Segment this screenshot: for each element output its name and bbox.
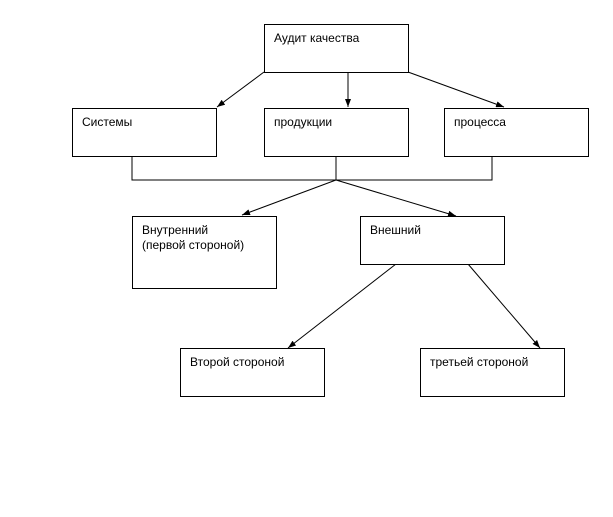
arrow-audit-to-process <box>407 71 505 108</box>
arrow-to-second-party <box>287 263 397 349</box>
node-systems: Системы <box>72 108 217 157</box>
node-audit-quality: Аудит качества <box>264 24 409 73</box>
arrow-to-external <box>335 179 457 217</box>
node-systems-label: Системы <box>82 115 133 129</box>
node-internal-label: Внутренний <box>142 223 209 237</box>
node-products-label: продукции <box>274 115 333 129</box>
node-second-party-label: Второй стороной <box>190 355 285 369</box>
node-third-party-label: третьей стороной <box>430 355 529 369</box>
node-external: Внешний <box>360 216 505 265</box>
node-process-label: процесса <box>454 115 506 129</box>
node-process: процесса <box>444 108 589 157</box>
node-audit-quality-label: Аудит качества <box>274 31 360 45</box>
node-external-label: Внешний <box>370 223 421 237</box>
node-products: продукции <box>264 108 409 157</box>
node-third-party: третьей стороной <box>420 348 565 397</box>
node-second-party: Второй стороной <box>180 348 325 397</box>
node-internal: Внутренний (первой стороной) <box>132 216 277 289</box>
node-internal-sublabel: (первой стороной) <box>142 238 245 252</box>
arrow-to-internal <box>241 179 337 216</box>
bracket-categories <box>131 156 493 181</box>
arrow-to-third-party <box>467 263 541 349</box>
arrow-audit-to-systems <box>216 71 265 108</box>
